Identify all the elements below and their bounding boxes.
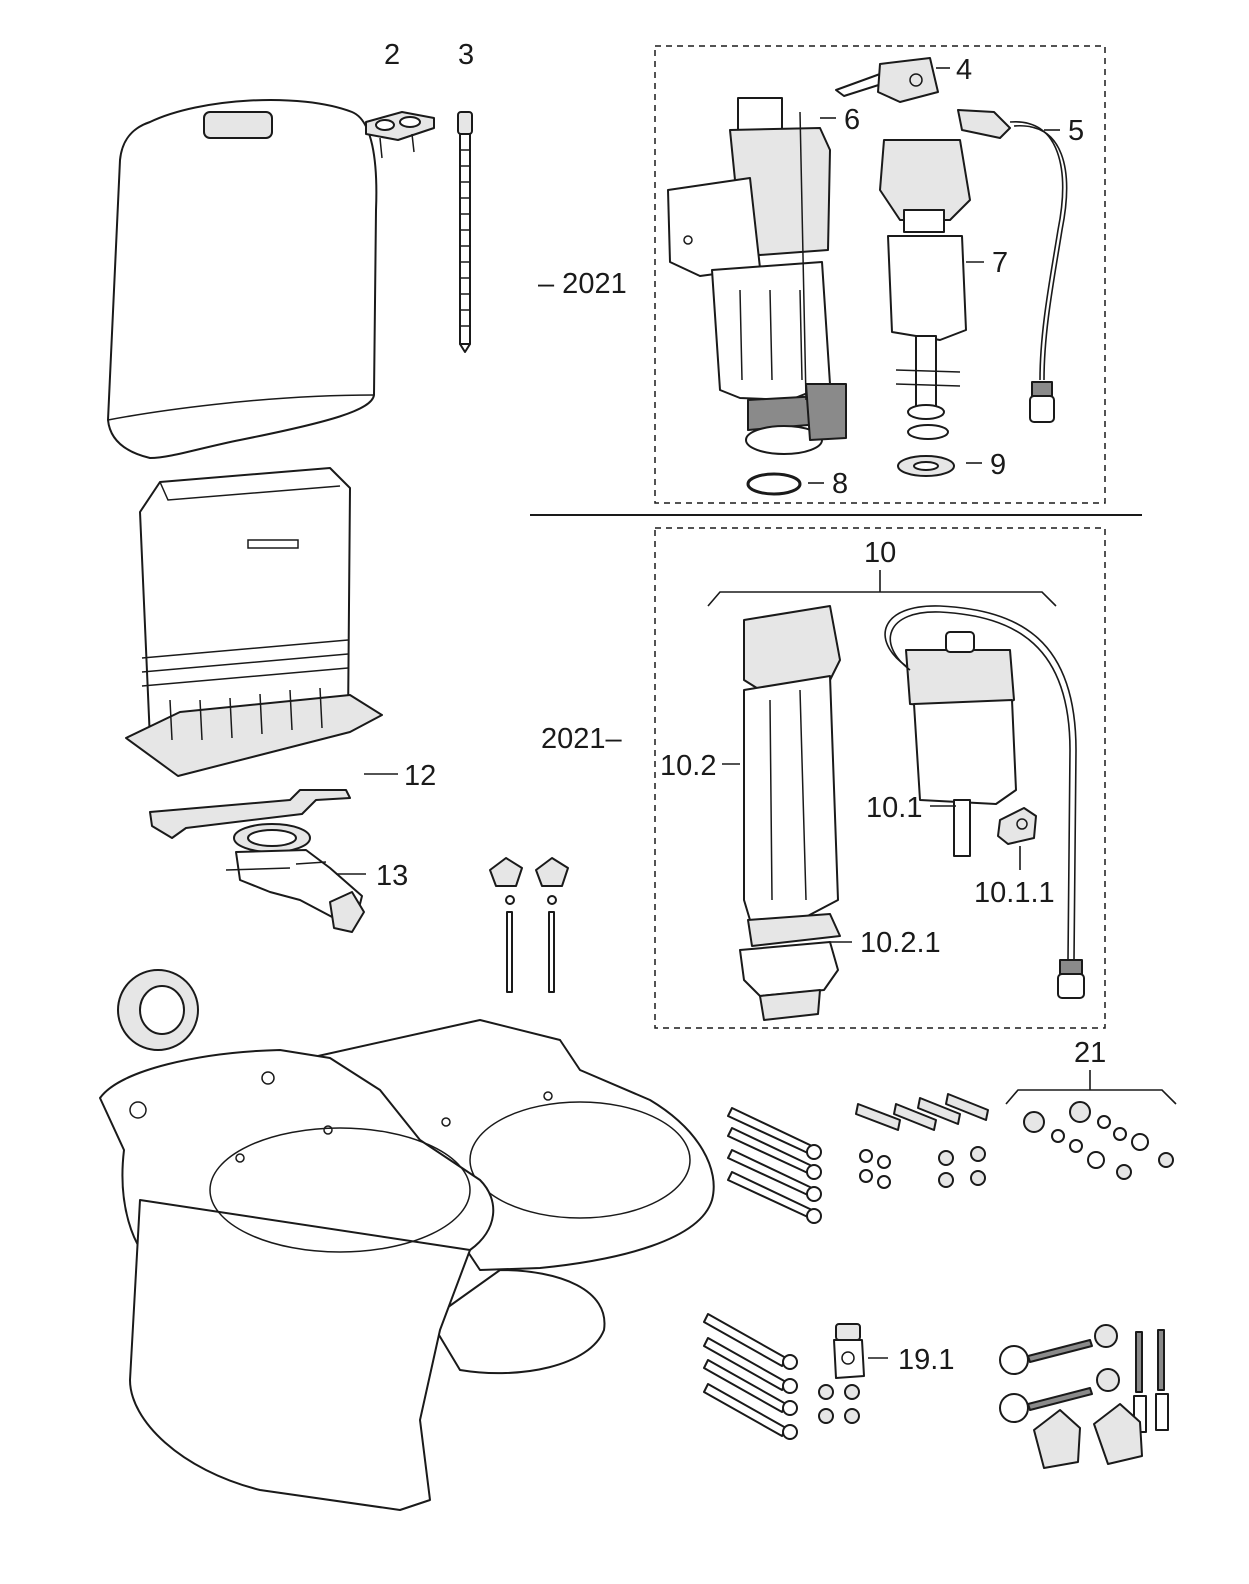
flush-button-part: [365, 111, 435, 159]
fill-valve-2021-part: [905, 631, 1017, 857]
year-label-before-2021: – 2021: [538, 268, 627, 300]
flush-valve-part: [667, 97, 847, 455]
bracket-group-21: [1005, 1089, 1177, 1105]
callout-19-1: 19.1: [898, 1344, 954, 1376]
cistern-bolts: [489, 857, 569, 993]
callout-2: 2: [384, 39, 400, 71]
callout-10-1: 10.1: [866, 792, 922, 824]
callout-5: 5: [1068, 115, 1084, 147]
drain-connector-part: [225, 823, 365, 933]
wall-screws-set: [703, 1313, 860, 1440]
fixing-screws-set: [727, 1093, 989, 1224]
frame-upper-kit: [654, 45, 1106, 504]
callout-10-1-1: 10.1.1: [974, 877, 1055, 909]
callout-7: 7: [992, 247, 1008, 279]
angle-valve-part: [833, 1323, 865, 1379]
supply-hose-part: [957, 109, 1068, 423]
mounting-kit: [999, 1324, 1169, 1469]
callout-13: 13: [376, 860, 408, 892]
callout-6: 6: [844, 104, 860, 136]
callout-3: 3: [458, 39, 474, 71]
callout-9: 9: [990, 449, 1006, 481]
callout-10-2: 10.2: [660, 750, 716, 782]
bracket-group-10: [707, 591, 1057, 607]
leader-lines: [336, 67, 1060, 1359]
mechanism-lever-part: [835, 57, 939, 103]
cistern-seal-part: [149, 789, 351, 839]
callout-10-2-1: 10.2.1: [860, 927, 941, 959]
cistern-liner: [125, 467, 383, 777]
cover-caps-set: [1023, 1101, 1174, 1180]
callout-12: 12: [404, 760, 436, 792]
flush-valve-2021-part: [739, 605, 841, 1021]
washer-part: [897, 424, 955, 477]
cistern-lid: [107, 98, 378, 459]
o-ring-part: [746, 472, 802, 496]
callout-8: 8: [832, 468, 848, 500]
actuation-rod-part: [457, 111, 473, 353]
float-clip-part: [997, 807, 1037, 845]
drain-seal-ring: [117, 969, 199, 1051]
year-label-from-2021: 2021–: [541, 723, 623, 755]
frame-lower-kit: [654, 527, 1106, 1029]
callout-4: 4: [956, 54, 972, 86]
toilet-bowls: [99, 1019, 715, 1511]
fill-valve-part: [879, 139, 971, 420]
fill-valve-hose: [884, 605, 1077, 961]
callout-21: 21: [1074, 1037, 1106, 1069]
callout-10: 10: [864, 537, 896, 569]
